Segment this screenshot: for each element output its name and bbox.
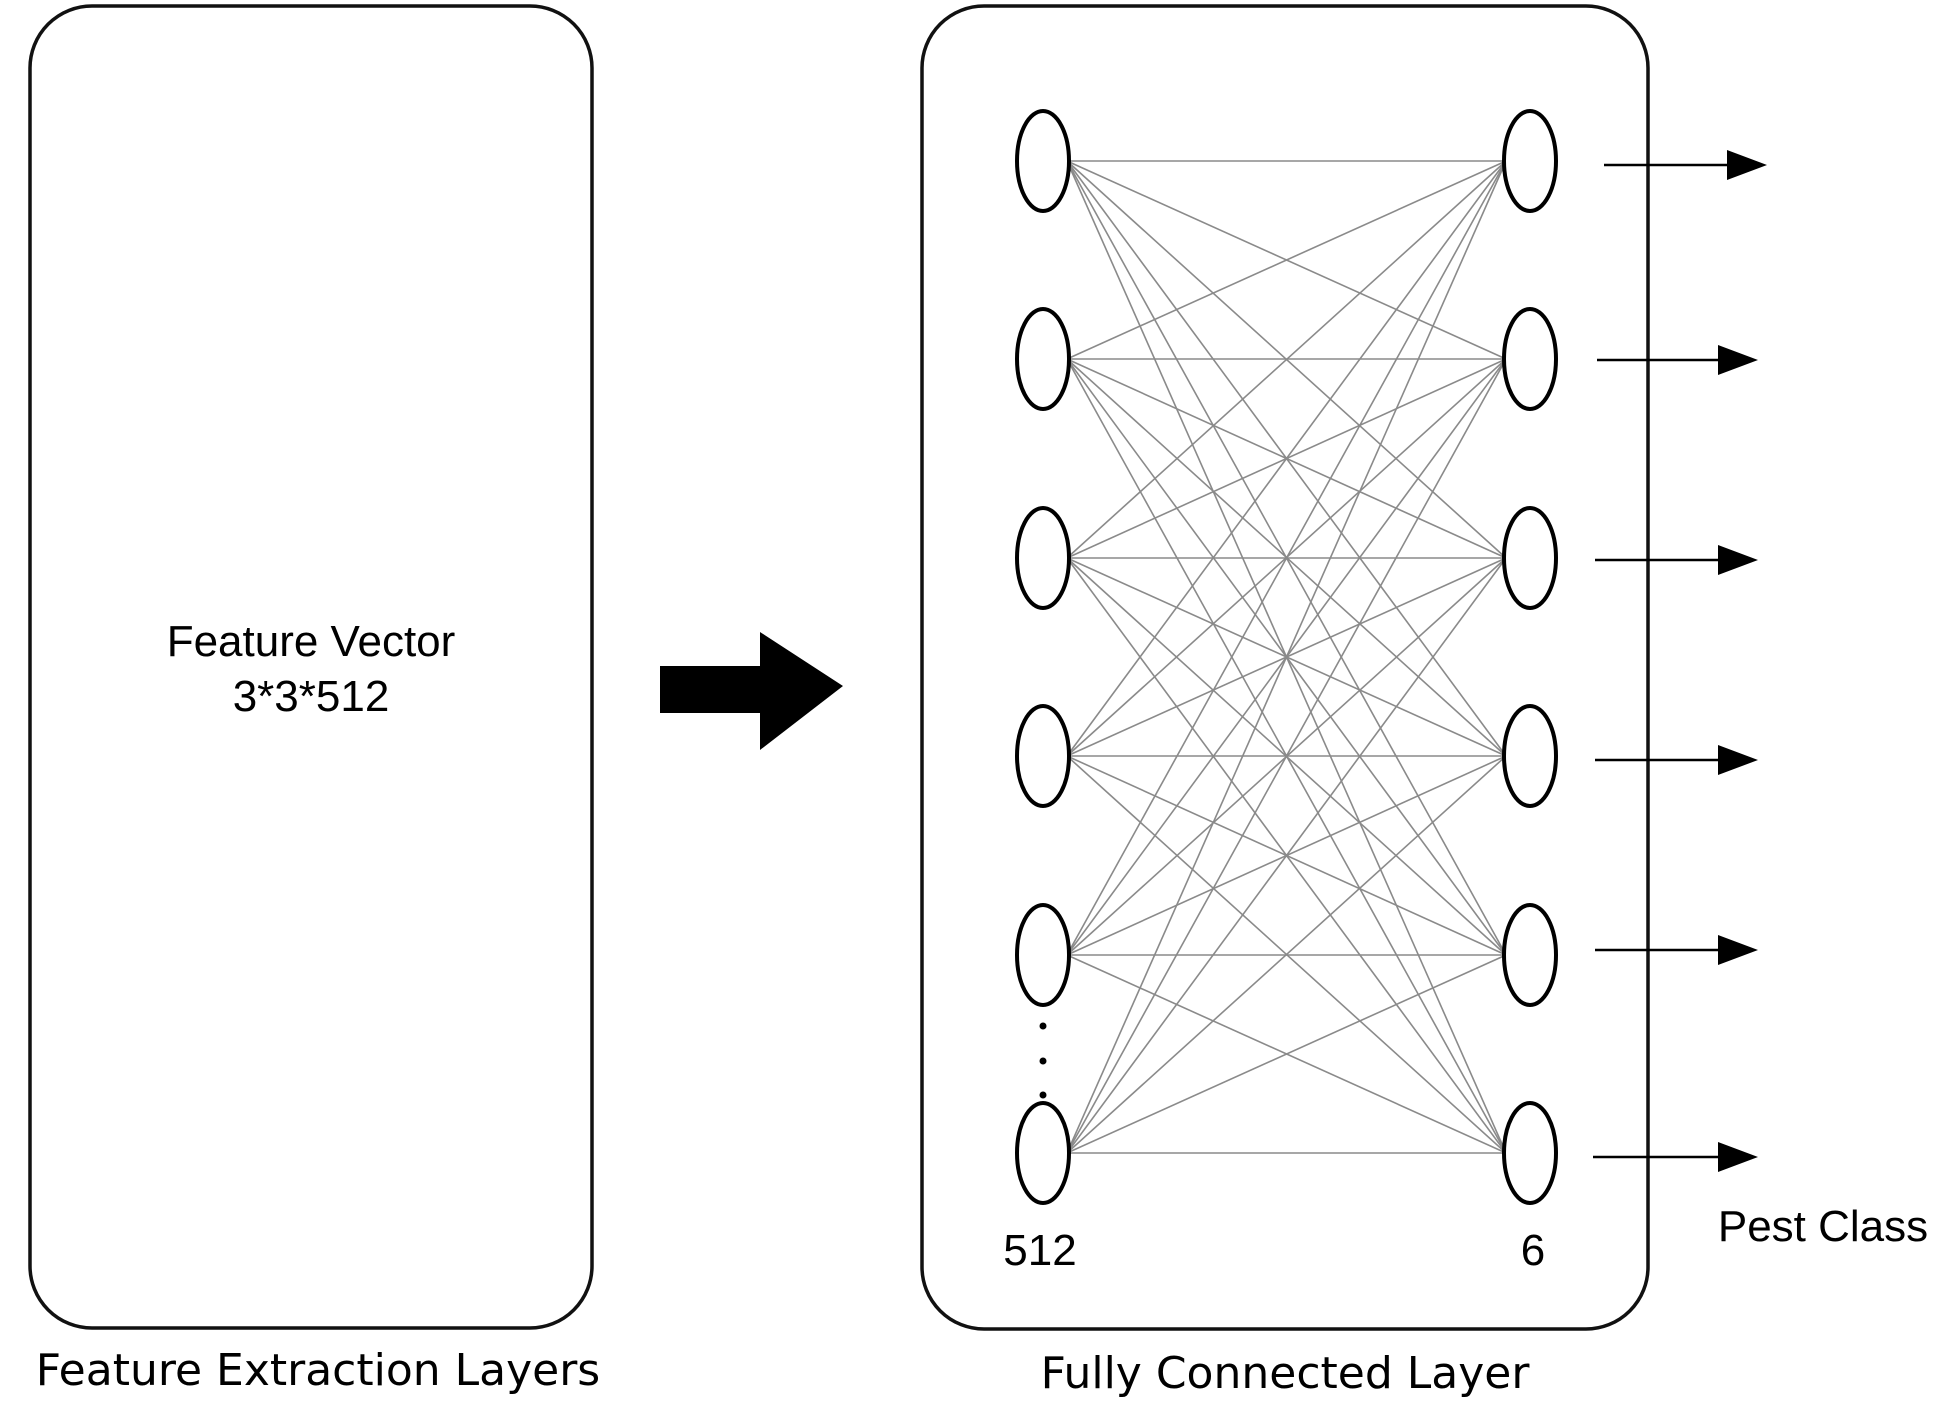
input-layer: [1015, 109, 1071, 1205]
feature-vector-title: Feature Vector: [167, 617, 456, 666]
flow-arrow-icon: [660, 632, 843, 750]
output-node: [1502, 903, 1558, 1007]
connection-line: [1066, 954, 1507, 1154]
connection-line: [1066, 160, 1507, 360]
connection-lines: [1066, 160, 1507, 1154]
input-node: [1015, 903, 1071, 1007]
feature-extraction-box: Feature Vector 3*3*512: [28, 4, 594, 1330]
pest-class-label: Pest Class: [1718, 1202, 1928, 1251]
output-node: [1502, 704, 1558, 808]
arrowhead-icon: [1727, 150, 1767, 180]
connection-line: [1066, 557, 1507, 1154]
connection-line: [1066, 160, 1507, 757]
output-node: [1502, 506, 1558, 610]
fully-connected-box: [920, 4, 1650, 1331]
output-node: [1502, 1101, 1558, 1205]
output-arrows: [1593, 150, 1767, 1172]
output-node: [1502, 109, 1558, 213]
input-count-label: 512: [1003, 1226, 1076, 1275]
arrowhead-icon: [1718, 745, 1758, 775]
connection-line: [1066, 160, 1507, 956]
output-count-label: 6: [1521, 1226, 1545, 1275]
connection-line: [1066, 160, 1507, 1154]
input-node: [1015, 704, 1071, 808]
arrowhead-icon: [1718, 345, 1758, 375]
arrowhead-icon: [1718, 545, 1758, 575]
output-layer: [1502, 109, 1558, 1205]
input-node: [1015, 109, 1071, 213]
input-node: [1015, 1101, 1071, 1205]
fully-connected-caption: Fully Connected Layer: [1041, 1348, 1531, 1399]
arrowhead-icon: [1718, 935, 1758, 965]
output-node: [1502, 307, 1558, 411]
feature-extraction-caption: Feature Extraction Layers: [36, 1345, 600, 1396]
input-node: [1015, 506, 1071, 610]
ellipsis-dots-icon: [1039, 1022, 1047, 1099]
connection-line: [1066, 755, 1507, 1154]
feature-vector-dims: 3*3*512: [233, 672, 390, 721]
connection-line: [1066, 160, 1507, 559]
input-node: [1015, 307, 1071, 411]
connection-line: [1066, 358, 1507, 1154]
feature-box-border: [28, 4, 594, 1330]
arrowhead-icon: [1718, 1142, 1758, 1172]
